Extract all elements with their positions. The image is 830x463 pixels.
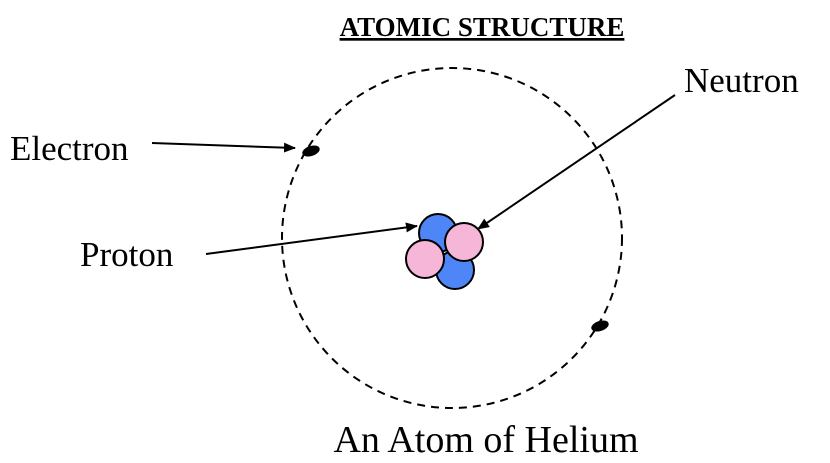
neutron-arrow: [477, 94, 676, 230]
neutron-right: [444, 222, 484, 262]
electron-arrow: [151, 142, 296, 153]
neutron-label: Neutron: [684, 61, 799, 100]
electron-orbit: [281, 67, 623, 409]
electron-top-left: [302, 145, 320, 157]
electron-label: Electron: [10, 129, 129, 168]
diagram-caption: An Atom of Helium: [333, 419, 638, 461]
nucleus: [405, 213, 484, 290]
proton-label: Proton: [80, 235, 173, 274]
neutron-left: [405, 239, 445, 279]
diagram-title: ATOMIC STRUCTURE: [340, 12, 625, 42]
proton-arrow: [205, 222, 418, 255]
electron-bottom-right: [591, 320, 609, 332]
